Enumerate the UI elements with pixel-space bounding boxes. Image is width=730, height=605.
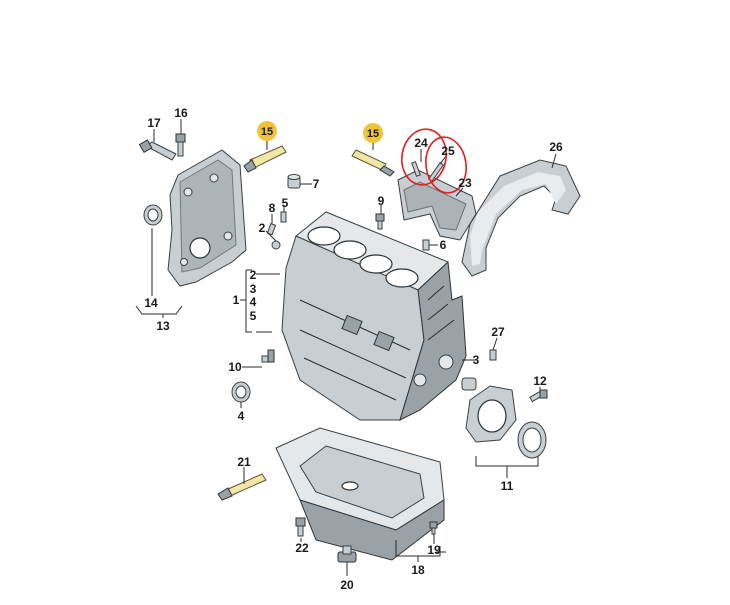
callout-8: 8	[269, 201, 276, 215]
callout-15-right: 15	[367, 128, 379, 140]
callout-12: 12	[533, 374, 547, 388]
bolt-24	[411, 161, 421, 177]
callout-1: 1	[233, 293, 240, 307]
callout-20: 20	[340, 578, 354, 592]
engine-block	[281, 211, 467, 421]
callout-4: 4	[238, 409, 245, 423]
callout-7: 7	[313, 177, 320, 191]
gasket-26	[461, 159, 581, 277]
red-circle-annotation-25	[425, 136, 467, 194]
callout-6: 6	[440, 238, 447, 252]
callout-21: 21	[237, 455, 251, 469]
callout-22: 22	[295, 541, 309, 555]
callout-16: 16	[174, 106, 188, 120]
callout-labels: 17 16 15 15 24 25 26 23 7 8 5 2 9 6 2 3 …	[144, 106, 563, 592]
badge-15-right	[363, 123, 383, 143]
bolt-9	[375, 213, 385, 230]
callout-10: 10	[228, 360, 242, 374]
callout-4-group: 4	[250, 295, 257, 309]
timing-cover	[167, 149, 247, 287]
callout-3-group: 3	[250, 282, 257, 296]
callout-27: 27	[491, 325, 505, 339]
drain-plug-20	[337, 545, 357, 563]
bearing-3	[461, 377, 477, 391]
callout-3: 3	[473, 353, 480, 367]
callout-18: 18	[411, 563, 425, 577]
callout-24: 24	[414, 136, 428, 150]
bolt-12	[529, 389, 548, 403]
badge-15-left	[257, 121, 277, 141]
sensor-10	[261, 349, 275, 363]
rear-seal-flange-11	[465, 385, 547, 459]
callout-26: 26	[549, 140, 563, 154]
callout-2-group: 2	[250, 268, 257, 282]
callout-15-left: 15	[261, 126, 273, 138]
oil-pan-18	[275, 427, 445, 561]
callout-23: 23	[458, 176, 472, 190]
dowel-6	[422, 239, 430, 251]
bolt-17	[138, 139, 177, 161]
callout-5-group: 5	[250, 309, 257, 323]
callout-11: 11	[501, 479, 514, 493]
sealant-tube-21	[217, 473, 267, 501]
callout-14: 14	[144, 296, 158, 310]
bolt-22	[295, 517, 306, 537]
callout-19: 19	[427, 543, 441, 557]
seal-ring-4	[231, 381, 251, 403]
pin-8	[266, 222, 277, 236]
callout-5-top: 5	[282, 196, 289, 210]
leader-lines	[135, 119, 557, 576]
bolt-19	[429, 521, 438, 535]
red-circle-annotation-24	[400, 128, 448, 186]
plug-2	[271, 240, 281, 250]
callout-2-top: 2	[259, 221, 266, 235]
callout-9: 9	[378, 194, 385, 208]
callout-25: 25	[441, 144, 455, 158]
callout-17: 17	[147, 116, 161, 130]
bracket-23	[397, 169, 477, 241]
dowel-27	[489, 349, 497, 361]
sealant-tube-15-left	[243, 145, 287, 173]
sealant-tube-15-right	[351, 149, 395, 177]
bolt-16	[175, 133, 186, 157]
pin-5	[280, 211, 287, 223]
callout-13: 13	[156, 319, 170, 333]
plug-7	[287, 174, 301, 189]
seal-ring-14	[143, 204, 163, 226]
